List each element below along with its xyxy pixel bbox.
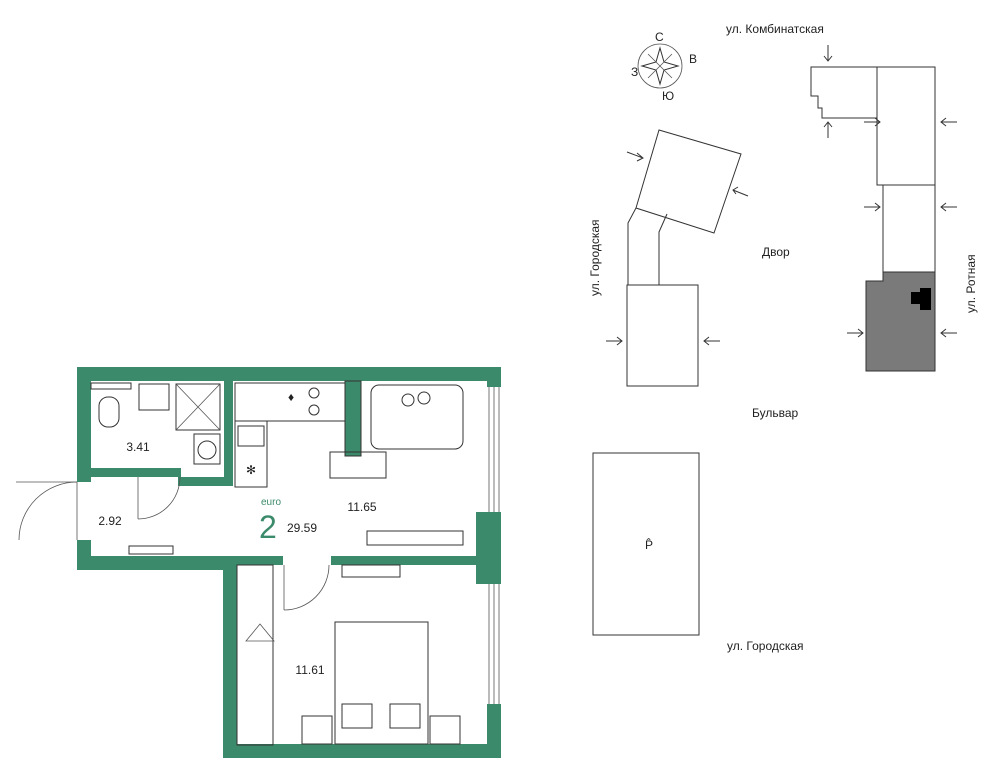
dining-table [329,451,387,479]
wall-bottom [223,744,501,758]
area-bathroom: 3.41 [126,440,150,454]
sink-icon [138,383,170,411]
kitchen-counter-side [234,420,268,488]
building-right-upper [876,66,936,186]
street-left: ул. Городская [588,219,602,296]
window-bedroom [488,584,500,704]
area-hallway: 2.92 [98,514,122,528]
hob-icon [308,387,320,399]
kitchen-column [344,380,362,457]
compass-north: С [655,30,664,44]
toilet-icon [98,396,120,428]
towel-rail [90,382,132,390]
bed-icon [334,621,429,745]
hanger-icon [245,623,275,642]
wall-left-upper [77,367,91,482]
bath-door-swing [137,476,181,520]
building-highlighted [865,271,936,372]
apartment-plan: ✻ ♦ 3.41 2.92 11.65 11.61 euro 2 29.59 [16,367,501,758]
street-top: ул. Комбинатская [726,22,824,36]
wall-right-top [487,367,501,387]
wall-right-pier [476,512,501,584]
apartment-type: euro [261,497,281,508]
total-area: 29.59 [287,521,317,535]
building-right-middle [882,184,936,273]
washing-machine-icon [193,433,221,465]
boulevard-label: Бульвар [752,406,799,420]
radiator-icon [128,545,174,555]
wall-hall-bottom [77,556,237,570]
wall-bath-bottom-right [178,477,233,486]
shower-icon [175,383,221,431]
window-living [488,387,500,512]
wall-bedroom-top [331,556,487,565]
radiator-bedroom-icon [341,564,401,578]
compass-south: Ю [662,89,674,103]
street-bottom: ул. Городская [727,639,804,653]
kitchen-counter [234,382,346,422]
apartment-marker [911,288,931,310]
entrance-arrows [606,45,957,346]
building-left-block [626,284,699,387]
freezer-icon: ✻ [246,463,256,477]
room-count: 2 [259,509,277,545]
bedroom-door-swing [283,564,330,611]
street-right: ул. Ротная [964,254,978,313]
water-drop-icon: ♦ [288,390,294,404]
fridge-icon [237,425,265,447]
nightstand-icon [301,715,333,745]
wall-right-bottom [487,704,501,758]
site-plan: С В Ю З ул. Комбинатская ул. Городская у… [588,22,978,653]
building-left-connector [627,207,668,286]
building-left-angled [635,129,742,234]
sofa-icon [370,384,464,450]
area-bedroom: 11.61 [295,663,324,677]
compass-west: З [631,65,638,79]
pillow-icon [341,703,373,729]
entrance-door-swing [18,481,78,541]
tv-unit-icon [366,530,464,546]
wall-top [77,367,501,381]
compass-east: В [689,52,697,66]
compass-rose-icon [637,43,683,89]
wall-bath-bottom-left [91,468,181,477]
parking-lot [592,452,700,636]
wall-bath-right [224,381,233,486]
courtyard-label: Двор [762,245,790,259]
wardrobe-icon [236,564,274,746]
area-kitchen-living: 11.65 [347,500,376,514]
building-right-top [810,66,878,119]
parking-label: P̂ [645,537,653,552]
wall-bedroom-left [223,556,237,758]
wall-hall-top [237,556,283,565]
person-icon [401,393,415,407]
